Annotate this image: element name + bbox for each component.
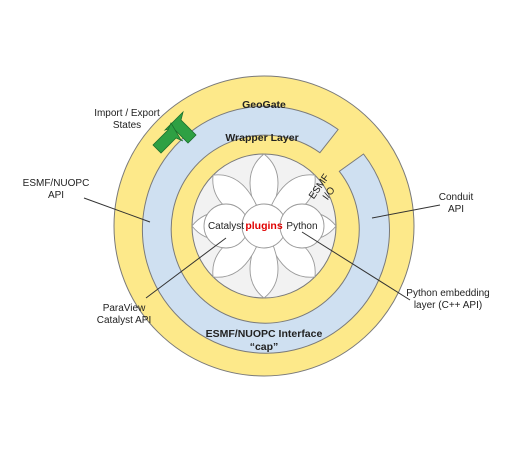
export-arrow-icon [163, 110, 197, 144]
callout-lines [83, 197, 441, 301]
cap-label-line2: “cap” [250, 341, 279, 353]
python-embedding-label-line2: layer (C++ API) [414, 300, 482, 311]
wrapper-layer-title: Wrapper Layer [225, 132, 298, 144]
wrapper-layer-ring [141, 105, 390, 354]
conduit-api-line [371, 204, 441, 219]
paraview-api-line [145, 237, 227, 299]
paraview-api-label-line1: ParaView [103, 303, 146, 314]
python-label: Python [286, 221, 317, 232]
plugins-label: plugins [245, 220, 282, 232]
esmf-api-label-line1: ESMF/NUOPC [23, 178, 90, 189]
python-embedding-label-line1: Python embedding [406, 288, 489, 299]
python-circle [279, 203, 325, 249]
import-export-arrows [152, 110, 197, 154]
import-export-label-line1: Import / Export [94, 108, 160, 119]
esmf-api-label-line2: API [48, 190, 64, 201]
cap-label-line1: ESMF/NUOPC Interface [206, 328, 323, 340]
conduit-api-label-line1: Conduit [439, 192, 474, 203]
import-arrow-icon [152, 122, 184, 154]
paraview-api-label-line2: Catalyst API [97, 315, 151, 326]
esmf-api-line [83, 197, 151, 223]
import-export-label-line2: States [113, 120, 141, 131]
python-embedding-line [301, 231, 411, 301]
catalyst-label: Catalyst [208, 221, 244, 232]
geogate-title: GeoGate [242, 99, 286, 111]
conduit-api-label-line2: API [448, 204, 464, 215]
